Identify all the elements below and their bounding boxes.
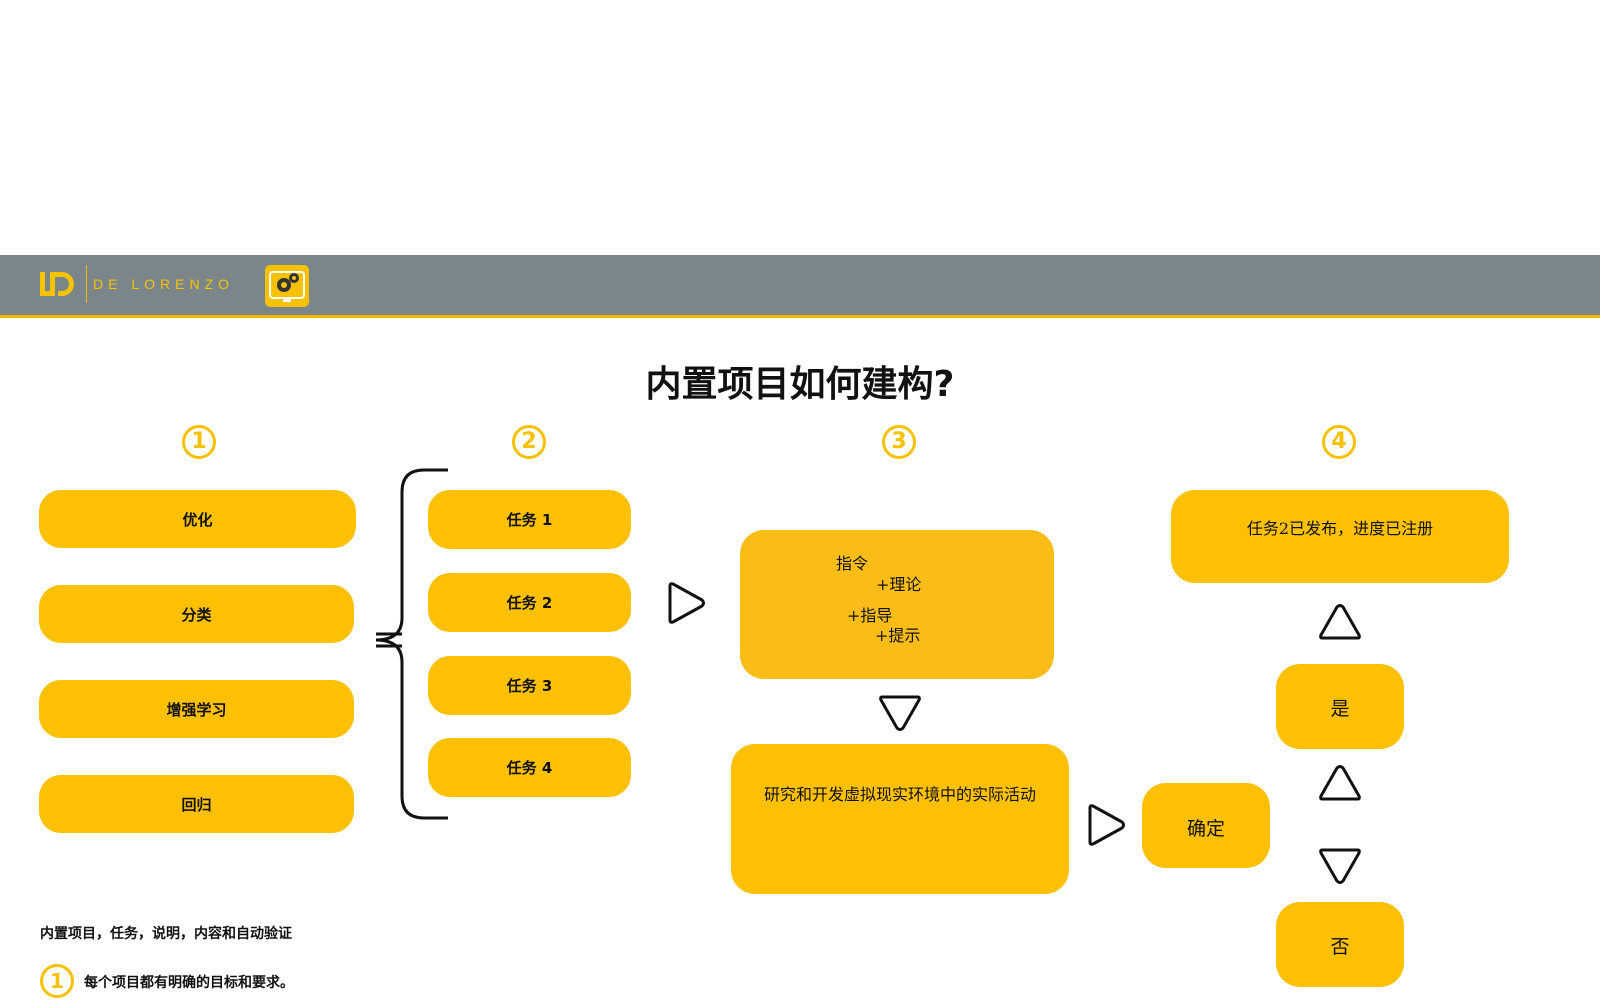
de-lorenzo-logo-icon xyxy=(40,272,74,296)
arrow-up-icon xyxy=(1319,604,1361,640)
arrow-right-icon xyxy=(668,582,705,624)
confirm-label: 确定 xyxy=(1186,818,1225,840)
theory-label: +理论 xyxy=(876,575,922,594)
category-optimization[interactable]: 优化 xyxy=(39,490,356,548)
footnote-number-1: 1 xyxy=(40,964,74,998)
step-number-2: 2 xyxy=(512,425,546,459)
yes-box[interactable] xyxy=(1276,664,1404,749)
no-label: 否 xyxy=(1330,936,1350,958)
instructions-box xyxy=(740,530,1054,679)
category-reinforcement-learning[interactable]: 增强学习 xyxy=(39,680,354,738)
task-3[interactable]: 任务 3 xyxy=(428,656,631,715)
confirm-box[interactable] xyxy=(1142,783,1270,868)
category-classification[interactable]: 分类 xyxy=(39,585,354,643)
category-regression[interactable]: 回归 xyxy=(39,775,354,833)
footer-caption: 内置项目，任务，说明，内容和自动验证 xyxy=(40,926,292,942)
footer-note: 每个项目都有明确的目标和要求。 xyxy=(84,975,294,991)
step-number-1: 1 xyxy=(182,425,216,459)
arrow-right-icon xyxy=(1088,804,1125,846)
arrow-down-icon xyxy=(1319,848,1361,884)
published-box xyxy=(1171,490,1509,583)
task-2[interactable]: 任务 2 xyxy=(428,573,631,632)
task-1[interactable]: 任务 1 xyxy=(428,490,631,549)
activity-text: 研究和开发虚拟现实环境中的实际活动 xyxy=(763,785,1036,804)
page-title: 内置项目如何建构? xyxy=(645,364,955,405)
step-number-4: 4 xyxy=(1322,425,1356,459)
arrow-down-icon xyxy=(879,695,921,731)
activity-box xyxy=(731,744,1069,894)
instruction-label: 指令 xyxy=(836,554,869,573)
header-bar: DE LORENZO xyxy=(0,255,1600,318)
brand-name: DE LORENZO xyxy=(93,276,235,292)
gears-monitor-icon[interactable] xyxy=(265,265,309,307)
step-number-3: 3 xyxy=(882,425,916,459)
published-text: 任务2已发布，进度已注册 xyxy=(1246,519,1434,538)
hint-label: +提示 xyxy=(875,626,921,645)
no-box[interactable] xyxy=(1276,902,1404,987)
arrow-up-icon xyxy=(1319,765,1361,801)
curly-brace-icon xyxy=(375,468,448,820)
logo-divider xyxy=(86,265,87,303)
guidance-label: +指导 xyxy=(847,606,893,625)
task-4[interactable]: 任务 4 xyxy=(428,738,631,797)
yes-label: 是 xyxy=(1330,698,1350,720)
